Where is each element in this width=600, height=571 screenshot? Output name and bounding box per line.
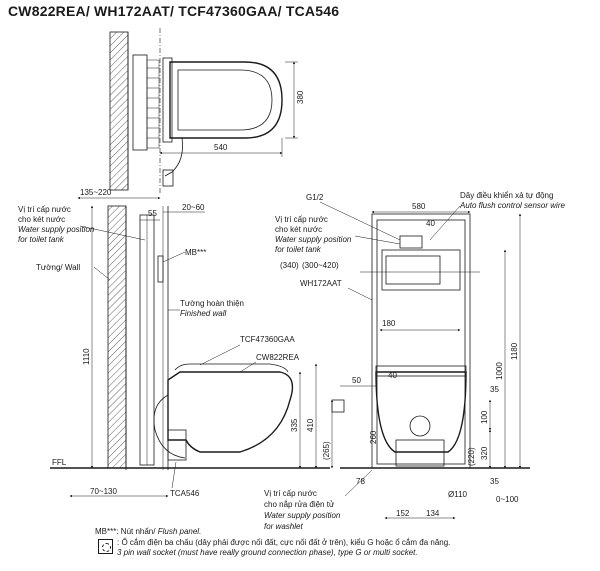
dim-580: 580 bbox=[412, 202, 426, 211]
frame-model-label: WH172AAT bbox=[300, 279, 342, 288]
supply-right-vn2: cho két nước bbox=[275, 225, 322, 234]
tca-label: TCA546 bbox=[170, 489, 200, 498]
dim-220: (220) bbox=[467, 447, 476, 466]
frame-front bbox=[371, 213, 471, 469]
left-top-view: 540 380 bbox=[109, 28, 305, 195]
seat-model-label: TCF47360GAA bbox=[240, 335, 295, 344]
supply-right-en2: for toilet tank bbox=[275, 245, 322, 254]
note-mb-text-en: Flush panel. bbox=[157, 527, 202, 536]
seat-side bbox=[174, 363, 289, 373]
dim-1000: 1000 bbox=[495, 362, 504, 380]
dim-1110: 1110 bbox=[82, 348, 91, 365]
bowl-model-label: CW822REA bbox=[256, 353, 300, 362]
washlet-supply-en1: Water supply position bbox=[264, 511, 341, 520]
bowl-front bbox=[375, 371, 467, 453]
dim-40-top: 40 bbox=[426, 219, 435, 228]
toilet-top-outline bbox=[169, 61, 283, 139]
dim-300-420: (300~420) bbox=[302, 261, 339, 270]
dim-20-60: 20~60 bbox=[182, 203, 205, 212]
page-title: CW822REA/ WH172AAT/ TCF47360GAA/ TCA546 bbox=[8, 3, 340, 19]
dim-40-mid: 40 bbox=[388, 371, 397, 380]
dim-55: 55 bbox=[148, 209, 157, 218]
dim-100: 100 bbox=[480, 410, 489, 424]
dim-180: 180 bbox=[382, 319, 396, 328]
right-front-view: 580 40 (340) (300~420) 180 50 40 1180 10… bbox=[264, 191, 565, 531]
mb-label: MB*** bbox=[185, 248, 206, 257]
dim-70-130: 70~130 bbox=[90, 487, 117, 496]
dim-340: (340) bbox=[280, 261, 299, 270]
dim-540: 540 bbox=[214, 143, 228, 152]
wall-label: Tường/ Wall bbox=[36, 263, 80, 272]
dim-134: 134 bbox=[426, 509, 440, 518]
flush-panel-mb bbox=[157, 255, 164, 283]
g12-label: G1/2 bbox=[306, 193, 324, 202]
dim-260: 260 bbox=[369, 430, 378, 444]
dim-320: 320 bbox=[480, 446, 489, 460]
note-socket-en: 3 pin wall socket (must have really grou… bbox=[117, 548, 418, 557]
dim-110: Ø110 bbox=[448, 490, 468, 499]
washlet-supply-vn2: cho nắp rửa điện tử bbox=[264, 500, 335, 509]
supply-tank-label-vn1: Vị trí cấp nước bbox=[18, 205, 71, 214]
note-mb-text: : Nút nhấn/ bbox=[116, 527, 158, 536]
dim-78: 78 bbox=[356, 477, 365, 486]
socket-icon bbox=[98, 539, 113, 554]
sensor-wire-vn: Dây điều khiển xả tự động bbox=[460, 191, 553, 200]
sensor-wire-en: Auto flush control sensor wire bbox=[459, 201, 565, 210]
left-side-view: 135~220 55 20~60 1110 FFL 335 410 (265) bbox=[18, 188, 345, 498]
supply-tank-label-en2: for toilet tank bbox=[18, 235, 65, 244]
note-socket-vn: : Ổ cắm điện ba chấu (dây phải được nối … bbox=[117, 537, 451, 547]
dim-0-100: 0~100 bbox=[496, 495, 519, 504]
supply-tank-label-vn2: cho két nước bbox=[18, 215, 65, 224]
finished-wall-en: Finished wall bbox=[180, 309, 226, 318]
dim-1180: 1180 bbox=[510, 342, 519, 360]
supply-right-vn1: Vị trí cấp nước bbox=[275, 215, 328, 224]
notes: MB***: Nút nhấn/ Flush panel. : Ổ cắm đi… bbox=[95, 527, 450, 559]
washlet-supply-en2: for washlet bbox=[264, 522, 303, 531]
dim-135-220: 135~220 bbox=[80, 188, 112, 197]
note-mb: MB***: Nút nhấn/ Flush panel. bbox=[95, 527, 450, 538]
supply-right-en1: Water supply position bbox=[275, 235, 352, 244]
dim-380: 380 bbox=[296, 90, 305, 104]
dim-335: 335 bbox=[290, 418, 299, 432]
wall-hatch-side bbox=[107, 205, 127, 469]
toilet-side-outline bbox=[167, 371, 294, 453]
wall-hatch-top bbox=[109, 31, 129, 191]
dim-265: (265) bbox=[322, 441, 331, 460]
finished-wall-vn: Tường hoàn thiện bbox=[180, 299, 244, 308]
frame-plan-hatch bbox=[147, 67, 159, 139]
dim-35-a: 35 bbox=[490, 385, 499, 394]
dim-152: 152 bbox=[396, 509, 410, 518]
supply-tank-label-en1: Water supply position bbox=[18, 225, 95, 234]
dim-410: 410 bbox=[306, 418, 315, 432]
note-mb-key: MB*** bbox=[95, 527, 117, 536]
dim-50: 50 bbox=[352, 376, 361, 385]
ffl-label: FFL bbox=[52, 458, 67, 467]
dim-35-b: 35 bbox=[490, 477, 499, 486]
washlet-supply-vn1: Vị trí cấp nước bbox=[264, 489, 317, 498]
